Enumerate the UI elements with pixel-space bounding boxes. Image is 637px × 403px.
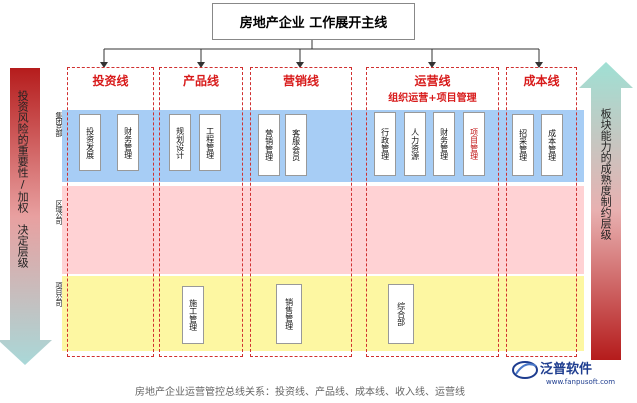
box-human-resources: 人力资源	[404, 112, 426, 176]
column-operations: 运营线 组织运营+项目管理	[366, 67, 499, 357]
right-arrow-shape	[579, 62, 633, 360]
box-marketing-management: 营销管理	[258, 114, 280, 176]
box-customer-service: 客服会员	[285, 114, 307, 176]
column-title: 运营线	[414, 74, 451, 88]
left-arrow-shape	[0, 68, 52, 365]
level-label-region: 区域公司	[55, 200, 63, 224]
box-construction-management: 施工管理	[182, 286, 204, 344]
box-investment-development: 投资发展	[79, 114, 101, 171]
column-product: 产品线	[159, 67, 243, 357]
logo-name: 泛普软件	[540, 362, 593, 377]
main-title: 房地产企业 工作展开主线	[212, 3, 415, 40]
logo-emblem-icon	[512, 361, 538, 379]
box-general-office: 综合部	[388, 284, 414, 344]
column-title: 营销线	[282, 74, 319, 88]
box-procurement-management: 招采管理	[512, 114, 534, 176]
box-planning-design: 规划设计	[169, 114, 191, 171]
box-sales-management: 销售管理	[276, 284, 302, 344]
box-finance-management-ops: 财务管理	[433, 112, 455, 176]
bottom-caption: 房地产企业运营管控总线关系：投资线、产品线、成本线、收入线、运营线	[135, 387, 465, 398]
box-engineering-management: 工程管理	[199, 114, 221, 171]
left-arrow-text: 投资风险的重要性/加权 决定层级	[16, 90, 30, 268]
region-level-band	[62, 186, 584, 274]
level-label-project: 项目公司	[55, 282, 63, 306]
project-level-band	[62, 276, 584, 351]
box-admin-management: 行政管理	[374, 112, 396, 176]
column-investment: 投资线	[67, 67, 154, 357]
column-marketing: 营销线	[250, 67, 352, 357]
brand-logo: 泛普软件 www.fanpusoft.com	[512, 356, 632, 400]
box-cost-management: 成本管理	[541, 114, 563, 176]
column-subtitle: 组织运营+项目管理	[388, 93, 477, 104]
box-project-management: 项目管理	[463, 112, 485, 176]
hq-level-band	[62, 110, 584, 182]
column-cost: 成本线	[506, 67, 577, 357]
column-title: 产品线	[182, 74, 219, 88]
column-title: 成本线	[523, 74, 560, 88]
column-title: 投资线	[92, 74, 129, 88]
box-finance-management: 财务管理	[117, 114, 139, 171]
right-arrow-text: 板块能力的成熟度制约层级	[599, 108, 613, 240]
logo-url: www.fanpusoft.com	[546, 378, 616, 386]
level-label-hq: 集团总部	[55, 112, 63, 136]
